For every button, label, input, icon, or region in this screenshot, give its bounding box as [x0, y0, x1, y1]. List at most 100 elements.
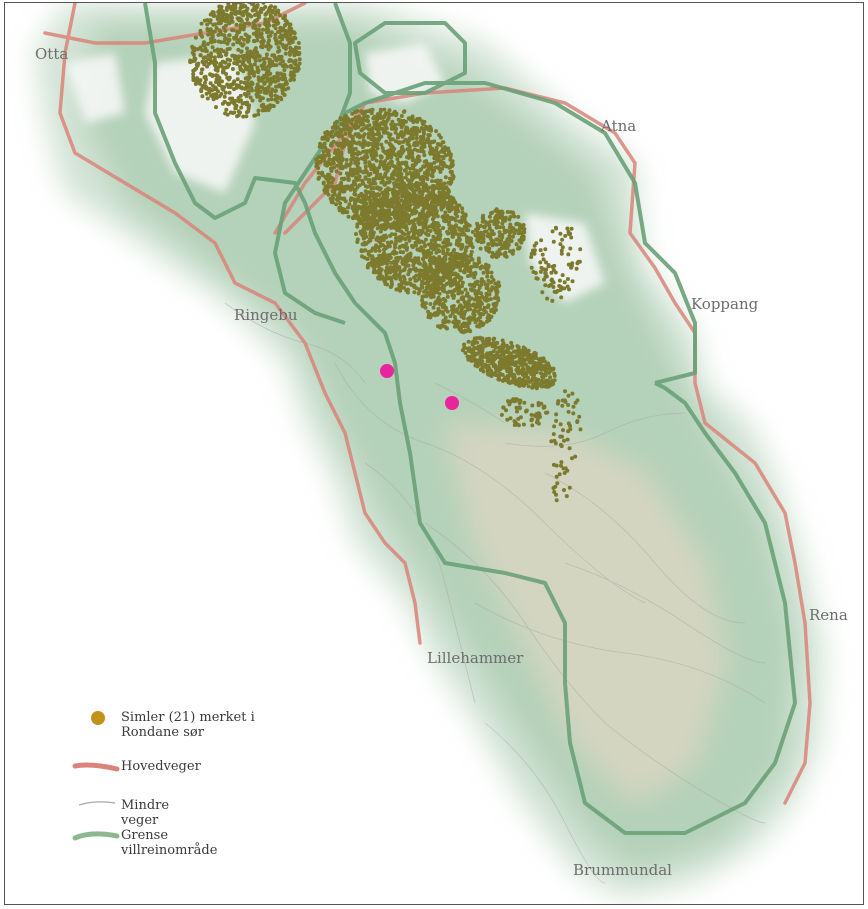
gps-point [456, 319, 461, 324]
gps-point [423, 266, 428, 271]
gps-point [412, 227, 417, 232]
gps-point [421, 189, 426, 194]
gps-point [460, 210, 465, 215]
gps-point [473, 233, 478, 238]
gps-point [226, 14, 231, 19]
gps-point [510, 251, 515, 256]
gps-point [207, 32, 212, 36]
gps-point [253, 4, 258, 9]
gps-point [263, 5, 268, 9]
gps-point [517, 245, 522, 250]
gps-point [514, 242, 519, 247]
gps-point [214, 92, 219, 97]
gps-point [239, 85, 244, 90]
gps-point [453, 315, 457, 319]
gps-point [459, 276, 464, 280]
gps-point [424, 159, 429, 164]
gps-point [237, 59, 242, 64]
gps-point [399, 204, 404, 209]
gps-point [289, 28, 294, 33]
gps-point [427, 191, 432, 196]
gps-point [389, 160, 394, 164]
gps-point [466, 228, 471, 233]
gps-point [485, 234, 490, 239]
minor-road [484, 722, 606, 884]
gps-point [220, 16, 225, 21]
gps-point [400, 160, 405, 165]
gps-point [475, 221, 480, 226]
gps-point [371, 270, 376, 275]
gps-point [537, 412, 542, 417]
gps-point [552, 424, 557, 429]
gps-point [555, 481, 560, 486]
marker-point[interactable] [380, 364, 394, 378]
gps-point [512, 419, 517, 424]
marker-point[interactable] [445, 396, 459, 410]
gps-point [285, 64, 289, 69]
gps-point [400, 194, 405, 199]
gps-point [219, 91, 224, 96]
gps-point [421, 130, 426, 135]
gps-point [519, 362, 524, 367]
gps-point [242, 80, 247, 85]
gps-point [451, 279, 456, 284]
gps-point [378, 261, 383, 266]
gps-point [198, 30, 203, 35]
gps-point [369, 201, 374, 206]
gps-point [457, 232, 462, 237]
gps-point [246, 109, 251, 114]
gps-point [492, 304, 497, 309]
gps-point [422, 144, 427, 149]
gps-point [258, 85, 263, 90]
gps-point [397, 150, 402, 155]
gps-point [495, 237, 500, 242]
gps-point [386, 165, 391, 170]
gps-point [478, 223, 483, 228]
gps-point [396, 255, 400, 260]
gps-point [401, 133, 406, 137]
map-canvas[interactable] [5, 3, 864, 905]
gps-point [435, 142, 440, 146]
gps-point [361, 227, 366, 232]
gps-point [565, 468, 570, 473]
gps-point [479, 230, 484, 235]
boundary-line-icon [72, 831, 120, 841]
gps-point [485, 372, 490, 377]
gps-point [448, 157, 453, 162]
gps-point [359, 199, 364, 204]
gps-point [489, 374, 494, 378]
gps-point [378, 172, 383, 177]
gps-point [377, 248, 382, 253]
gps-point [288, 63, 293, 68]
gps-point [490, 250, 495, 255]
gps-point [379, 142, 384, 147]
gps-point [414, 187, 419, 192]
gps-point [494, 366, 499, 371]
gps-point [369, 248, 374, 253]
gps-point [571, 404, 576, 409]
gps-point [554, 463, 559, 468]
gps-point [245, 75, 250, 80]
gps-point [458, 303, 463, 308]
gps-point [568, 246, 573, 251]
gps-point [431, 199, 435, 203]
gps-point [562, 286, 567, 291]
gps-point [266, 64, 271, 68]
gps-point [339, 117, 344, 122]
gps-point [444, 185, 449, 190]
gps-point [343, 131, 348, 136]
gps-point [338, 128, 343, 133]
gps-point [432, 168, 436, 173]
gps-point [371, 230, 376, 235]
gps-point [277, 40, 282, 45]
gps-point [455, 272, 460, 277]
gps-point [448, 283, 453, 288]
gps-point [394, 287, 399, 292]
gps-point [417, 175, 422, 180]
gps-point [230, 53, 235, 58]
gps-point [251, 69, 256, 74]
gps-point [483, 343, 488, 348]
gps-point [372, 216, 377, 220]
gps-point [458, 268, 463, 273]
gps-point [432, 156, 437, 161]
